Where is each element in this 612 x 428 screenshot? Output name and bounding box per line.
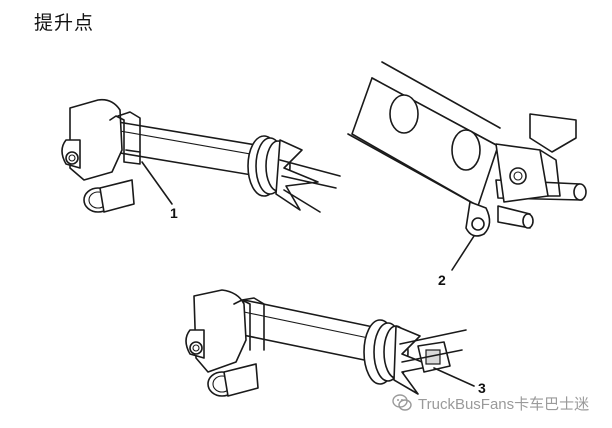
wechat-icon bbox=[392, 394, 412, 411]
callout-3-leader bbox=[433, 367, 475, 387]
figure-3-axle bbox=[185, 289, 467, 397]
callout-1-leader bbox=[141, 161, 173, 205]
figure-2-frame bbox=[347, 61, 587, 237]
callout-1-label: 1 bbox=[170, 205, 178, 221]
watermark: TruckBusFans卡车巴士迷 bbox=[392, 392, 589, 414]
figure-1-axle bbox=[61, 98, 341, 213]
callout-3-label: 3 bbox=[478, 380, 486, 396]
callout-2-leader bbox=[451, 235, 475, 271]
watermark-text: TruckBusFans卡车巴士迷 bbox=[418, 395, 590, 413]
callout-2-label: 2 bbox=[438, 272, 446, 288]
page-title: 提升点 bbox=[34, 12, 95, 34]
